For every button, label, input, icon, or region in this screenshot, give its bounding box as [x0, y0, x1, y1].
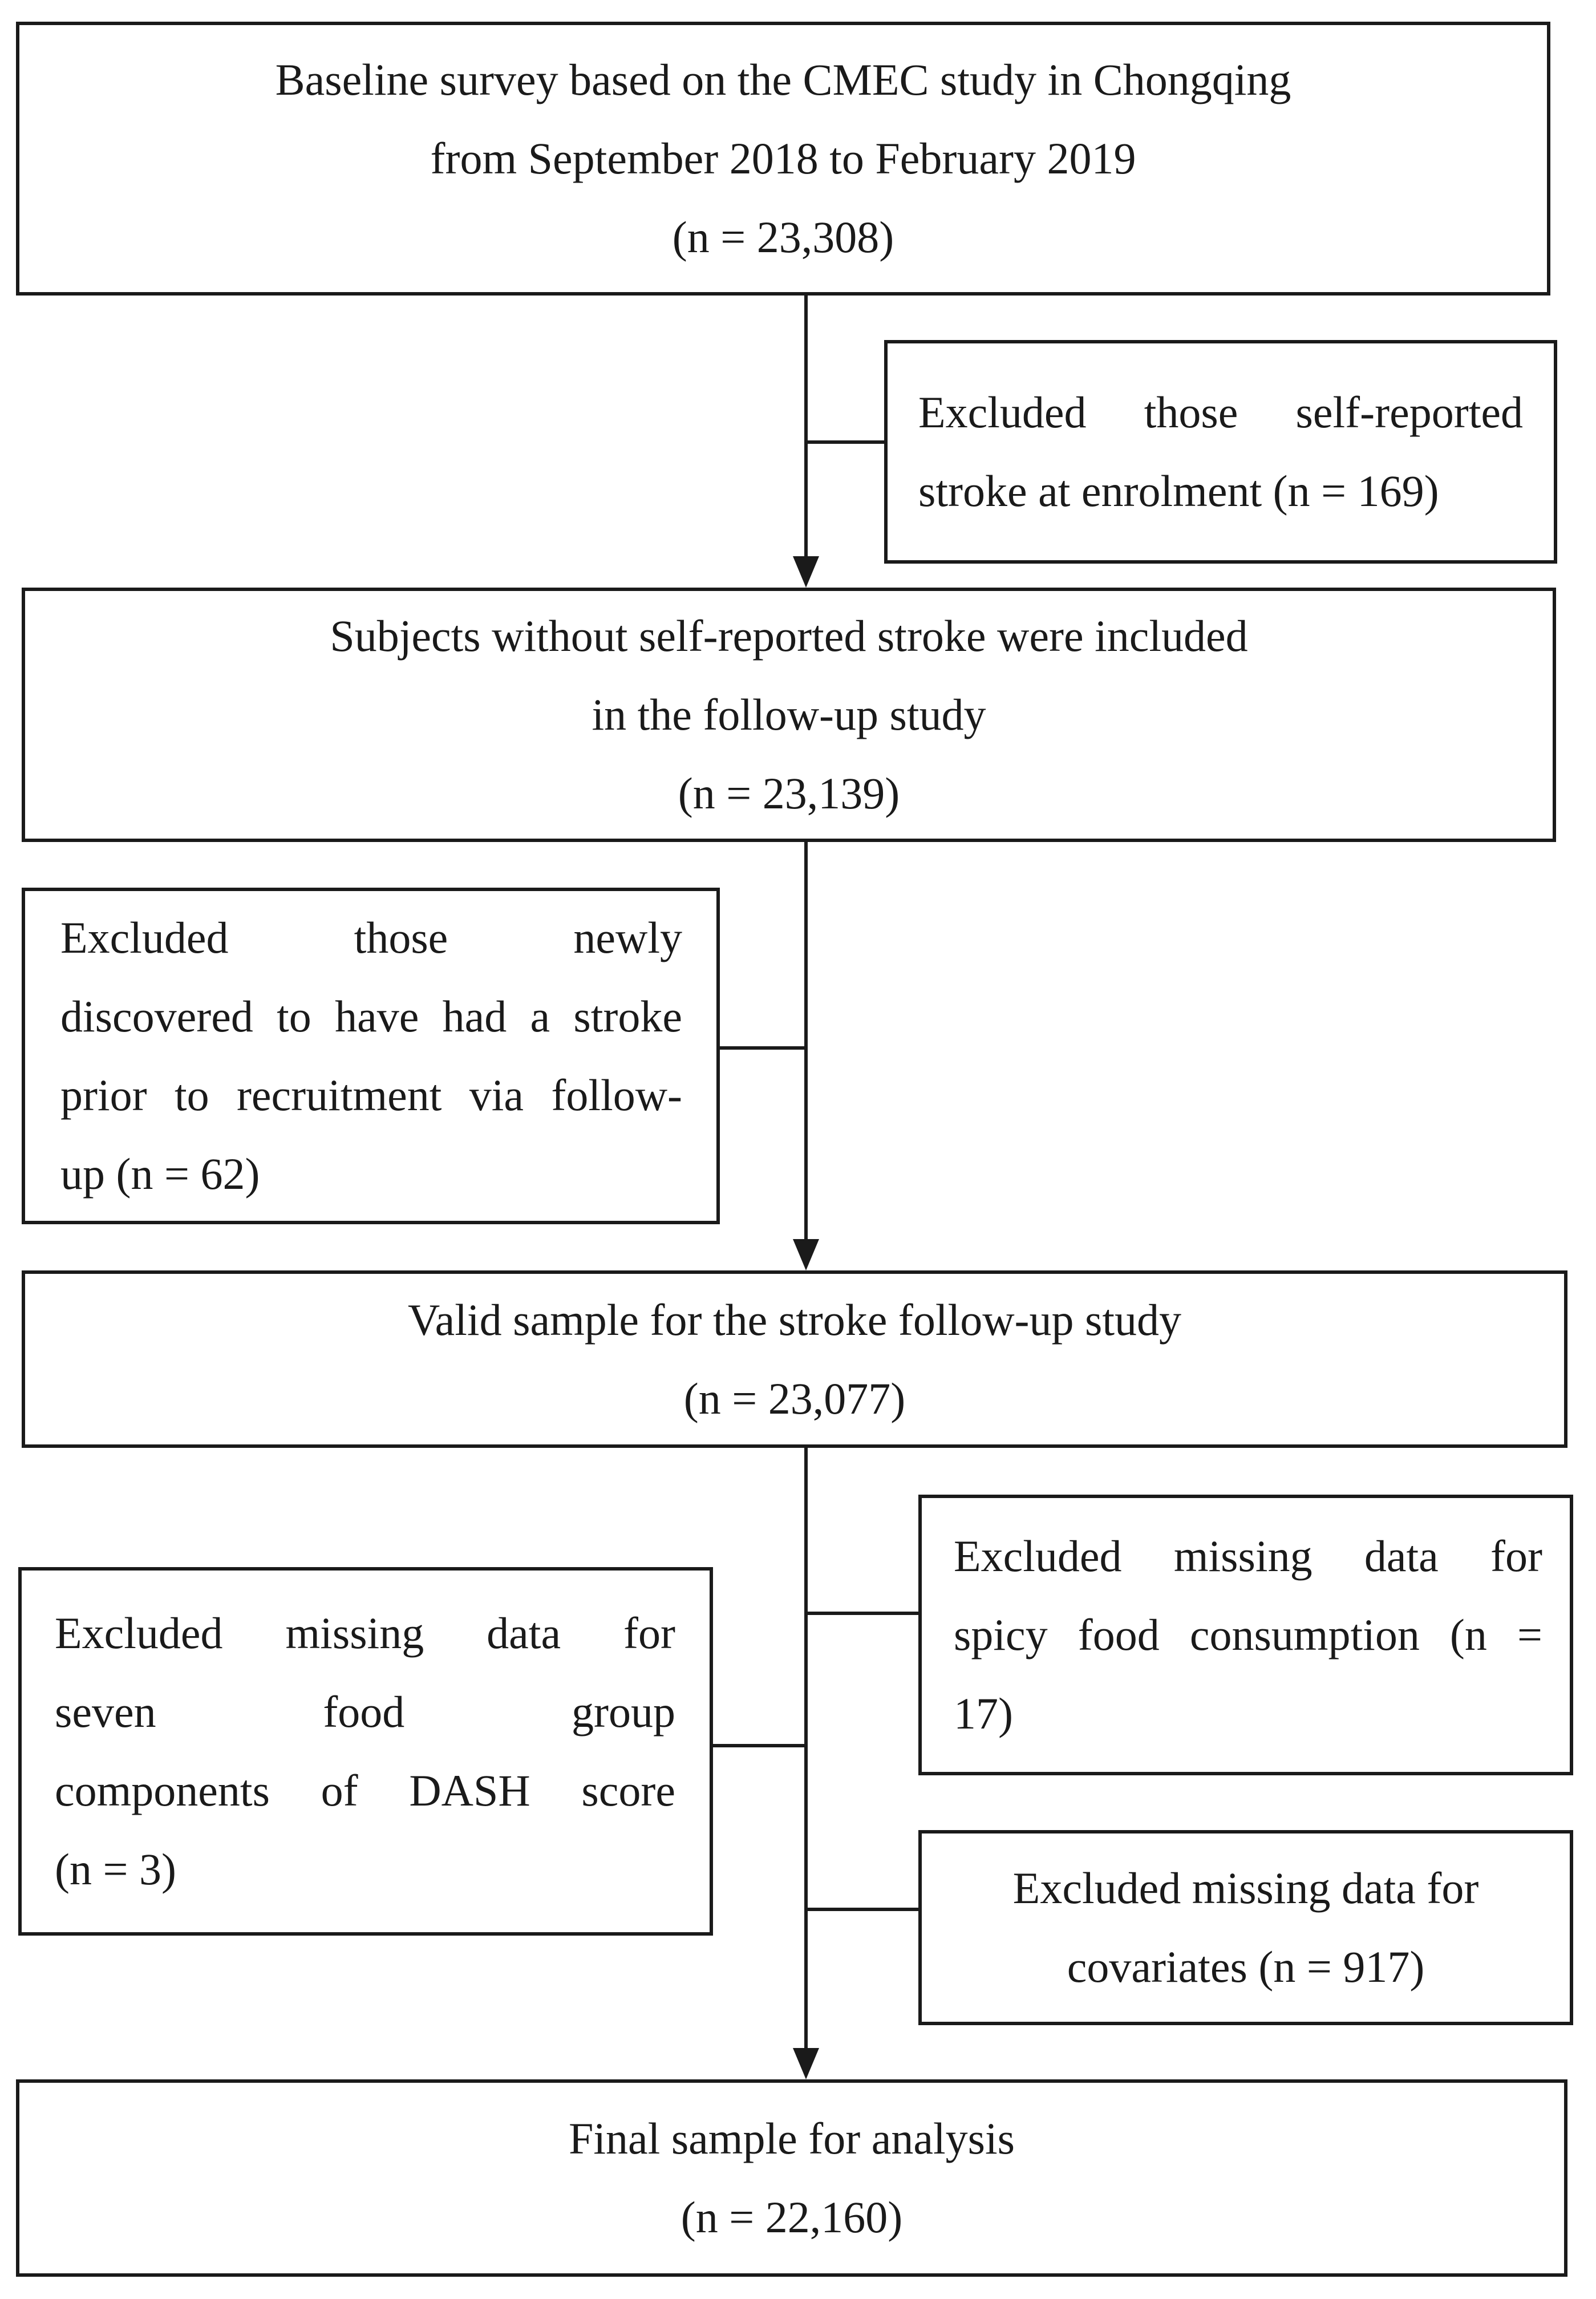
exclude-newly-box: Excluded those newly discovered to have … [22, 888, 720, 1224]
baseline-box: Baseline survey based on the CMEC study … [16, 22, 1550, 296]
final-sample-box: Final sample for analysis (n = 22,160) [16, 2079, 1567, 2277]
exclude-dash-line-1: Excluded missing data for [55, 1608, 675, 1658]
arrowhead-to-final [793, 2048, 819, 2079]
valid-sample-line-2: (n = 23,077) [683, 1373, 906, 1423]
exclude-spicy-line-1: Excluded missing data for [954, 1531, 1542, 1581]
exclude-spicy-box: Excluded missing data for spicy food con… [918, 1495, 1573, 1775]
exclude-newly-line-1: Excluded those newly [60, 913, 682, 962]
exclude-spicy-line-3: 17) [954, 1689, 1013, 1738]
baseline-line-3: (n = 23,308) [672, 212, 894, 262]
exclude-enrolment-box: Excluded those self-reported stroke at e… [884, 340, 1557, 564]
exclude-dash-line-4: (n = 3) [55, 1844, 176, 1894]
exclude-newly-line-2: discovered to have had a stroke [60, 991, 682, 1041]
exclude-covariates-box: Excluded missing data for covariates (n … [918, 1830, 1573, 2025]
baseline-line-1: Baseline survey based on the CMEC study … [275, 55, 1291, 104]
baseline-line-2: from September 2018 to February 2019 [430, 133, 1136, 183]
exclude-dash-line-3: components of DASH score [55, 1766, 675, 1815]
exclude-dash-line-2: seven food group [55, 1687, 675, 1737]
exclude-covariates-line-1: Excluded missing data for [1012, 1863, 1479, 1913]
exclude-enrolment-line-2: stroke at enrolment (n = 169) [918, 466, 1439, 516]
exclude-covariates-line-2: covariates (n = 917) [1067, 1942, 1425, 1992]
exclude-newly-line-3: prior to recruitment via follow- [60, 1070, 682, 1120]
exclude-spicy-line-2: spicy food consumption (n = [954, 1610, 1542, 1660]
followup-included-box: Subjects without self-reported stroke we… [22, 588, 1556, 842]
final-sample-line-1: Final sample for analysis [568, 2114, 1015, 2163]
arrowhead-to-followup [793, 556, 819, 588]
final-sample-line-2: (n = 22,160) [680, 2192, 903, 2242]
exclude-newly-line-4: up (n = 62) [60, 1149, 260, 1199]
exclude-enrolment-line-1: Excluded those self-reported [918, 387, 1523, 437]
followup-line-3: (n = 23,139) [678, 768, 900, 818]
exclude-dash-box: Excluded missing data for seven food gro… [18, 1567, 713, 1936]
valid-sample-line-1: Valid sample for the stroke follow-up st… [407, 1294, 1182, 1345]
valid-sample-box: Valid sample for the stroke follow-up st… [22, 1270, 1567, 1448]
arrowhead-to-valid [793, 1239, 819, 1270]
followup-line-2: in the follow-up study [592, 690, 986, 739]
followup-line-1: Subjects without self-reported stroke we… [330, 611, 1248, 661]
